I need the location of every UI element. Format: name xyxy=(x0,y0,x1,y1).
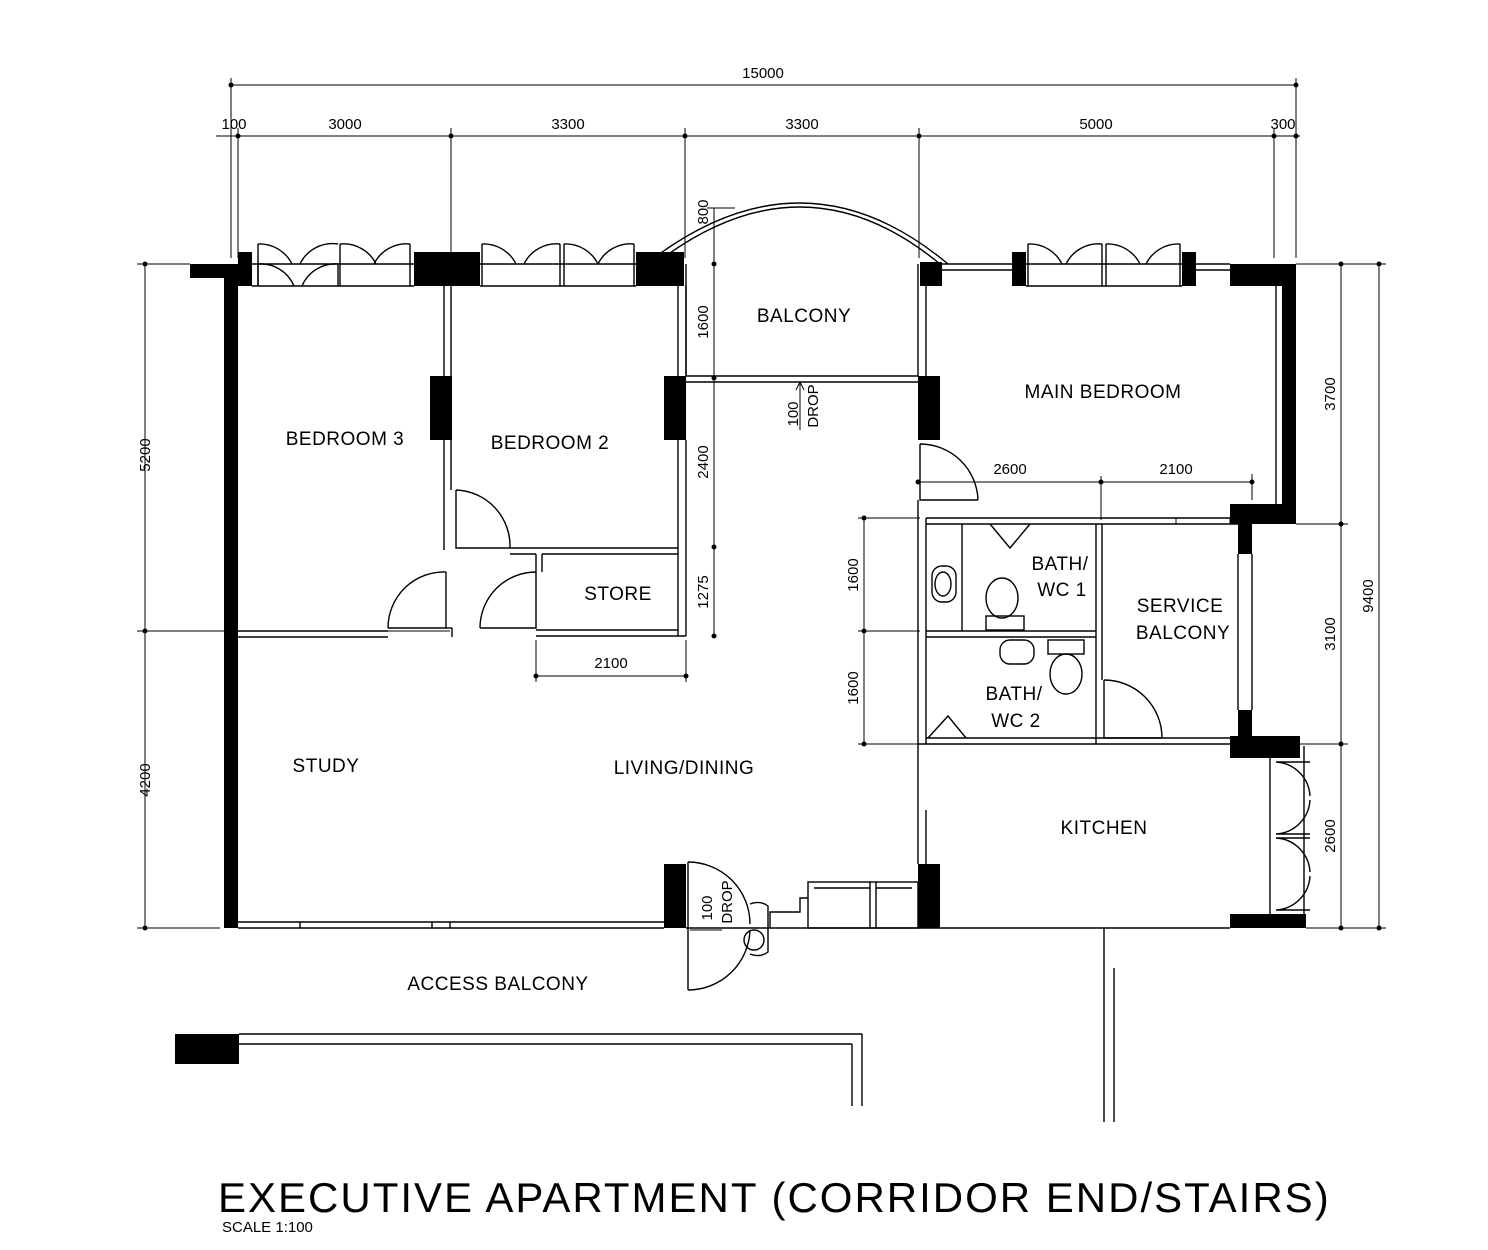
dim-bed2-depth: 2400 xyxy=(695,445,712,478)
room-label-living-dining: LIVING/DINING xyxy=(614,758,755,779)
dim-bath-2: 1600 xyxy=(845,671,862,704)
dim-right-kitchen: 2600 xyxy=(1322,819,1339,852)
top-dimensions: 15000 100 3000 3300 3300 5000 300 xyxy=(216,65,1300,258)
room-label-bath2-line2: WC 2 xyxy=(991,711,1041,732)
drop-note-top-b: DROP xyxy=(805,384,822,427)
dim-store-depth: 1275 xyxy=(695,575,712,608)
room-label-bath2-line1: BATH/ xyxy=(985,684,1042,705)
room-label-bath1-line2: WC 1 xyxy=(1037,580,1087,601)
dim-bath-1: 1600 xyxy=(845,558,862,591)
room-label-store: STORE xyxy=(584,584,652,605)
right-dimensions: 3700 3100 2600 9400 xyxy=(1296,261,1386,931)
dim-top-2: 3300 xyxy=(551,116,584,133)
dim-balcony-depth: 800 xyxy=(695,199,712,224)
room-label-service-line2: BALCONY xyxy=(1136,623,1230,644)
dim-left-lower: 4200 xyxy=(137,763,154,796)
drop-notes: 100 DROP 100 DROP xyxy=(690,380,822,931)
dim-store-width: 2100 xyxy=(594,655,627,672)
drop-note-bottom-a: 100 xyxy=(699,895,716,920)
plan-title: EXECUTIVE APARTMENT (CORRIDOR END/STAIRS… xyxy=(218,1174,1331,1221)
dim-top-5: 300 xyxy=(1270,116,1295,133)
partitions xyxy=(238,264,1238,929)
room-label-balcony: BALCONY xyxy=(757,306,851,327)
dim-top-0: 100 xyxy=(221,116,246,133)
fixtures xyxy=(931,565,1085,695)
room-label-bath1-line1: BATH/ xyxy=(1031,554,1088,575)
balcony-curve xyxy=(645,202,949,265)
walls xyxy=(175,252,1306,1122)
left-dimensions: 5200 4200 xyxy=(137,261,450,931)
dim-balcony-side: 1600 xyxy=(695,305,712,338)
dim-right-main: 3700 xyxy=(1322,377,1339,410)
dim-main-bed-a: 2600 xyxy=(993,461,1026,478)
room-label-bedroom2: BEDROOM 2 xyxy=(491,433,610,454)
dim-main-bed-b: 2100 xyxy=(1159,461,1192,478)
dim-left-upper: 5200 xyxy=(137,438,154,471)
windows xyxy=(257,242,1311,911)
room-label-service-line1: SERVICE xyxy=(1137,596,1224,617)
room-label-main-bedroom: MAIN BEDROOM xyxy=(1025,382,1182,403)
drop-note-top-a: 100 xyxy=(785,401,802,426)
dim-top-1: 3000 xyxy=(328,116,361,133)
room-label-study: STUDY xyxy=(293,756,360,777)
dim-right-service: 3100 xyxy=(1322,617,1339,650)
room-labels: BEDROOM 3 BEDROOM 2 STORE BALCONY MAIN B… xyxy=(286,306,1230,995)
interior-dimensions: 800 1600 2400 1275 2100 2600 2100 1600 1… xyxy=(533,199,1255,747)
doors xyxy=(387,443,1163,991)
drop-note-bottom-b: DROP xyxy=(719,880,736,923)
room-label-access-balcony: ACCESS BALCONY xyxy=(407,974,588,995)
dim-overall-width: 15000 xyxy=(742,65,784,82)
dim-top-4: 5000 xyxy=(1079,116,1112,133)
plan-scale: SCALE 1:100 xyxy=(222,1219,313,1236)
dim-top-3: 3300 xyxy=(785,116,818,133)
room-label-bedroom3: BEDROOM 3 xyxy=(286,429,405,450)
dim-right-overall: 9400 xyxy=(1360,579,1377,612)
room-label-kitchen: KITCHEN xyxy=(1061,818,1148,839)
